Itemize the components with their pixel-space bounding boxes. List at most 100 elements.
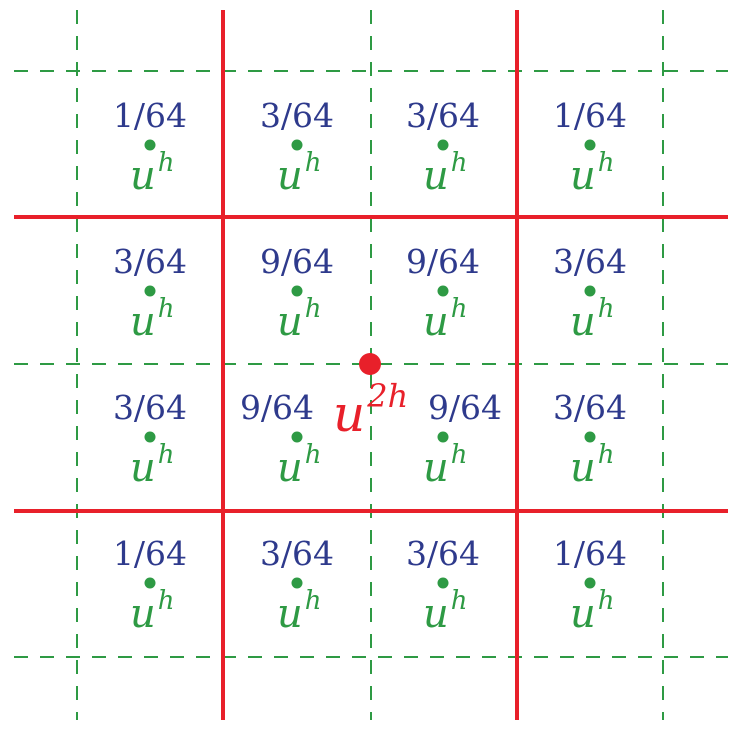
coarse-grid — [14, 10, 728, 720]
fine-grid-point — [584, 577, 596, 589]
fine-grid-point — [291, 285, 303, 297]
fine-grid-cell: 3/64 uh — [406, 534, 480, 637]
fine-point-superscript: h — [158, 586, 175, 616]
coarse-point-symbol: u — [333, 385, 365, 443]
fine-point-symbol: u — [130, 299, 156, 345]
fine-point-symbol: u — [130, 153, 156, 199]
fine-point-superscript: h — [305, 440, 322, 470]
fine-grid-cell: 9/64 uh — [260, 242, 334, 345]
fine-point-superscript: h — [598, 440, 615, 470]
coarse-point-superscript: 2h — [366, 377, 408, 415]
fine-grid-point — [144, 139, 156, 151]
weight-label: 3/64 — [406, 534, 480, 573]
fine-point-symbol: u — [423, 591, 449, 637]
fine-point-superscript: h — [305, 148, 322, 178]
fine-grid-point — [437, 431, 449, 443]
fine-point-label: uh — [130, 440, 175, 491]
fine-point-label: uh — [570, 586, 615, 637]
fine-grid-cell: 3/64 uh — [553, 242, 627, 345]
weight-label: 1/64 — [553, 96, 627, 135]
weight-label: 3/64 — [260, 96, 334, 135]
fine-point-superscript: h — [158, 440, 175, 470]
weight-label: 9/64 — [240, 388, 314, 427]
weight-label: 3/64 — [113, 242, 187, 281]
fine-point-superscript: h — [451, 440, 468, 470]
fine-point-symbol: u — [570, 299, 596, 345]
fine-grid-cell: 9/64 uh — [406, 242, 480, 345]
fine-point-label: uh — [130, 586, 175, 637]
fine-grid-point — [584, 139, 596, 151]
weight-label: 3/64 — [113, 388, 187, 427]
weight-label: 1/64 — [113, 534, 187, 573]
fine-point-label: uh — [423, 586, 468, 637]
fine-point-label: uh — [570, 294, 615, 345]
fine-point-superscript: h — [305, 586, 322, 616]
fine-grid-cell: 3/64 uh — [113, 242, 187, 345]
fine-grid-point — [437, 285, 449, 297]
weight-label: 3/64 — [553, 242, 627, 281]
fine-grid-cell: 1/64 uh — [113, 534, 187, 637]
fine-grid-cells: 1/64uh3/64uh3/64uh1/64uh3/64uh9/64uh9/64… — [113, 96, 627, 637]
fine-point-symbol: u — [130, 591, 156, 637]
coarse-grid-point — [359, 353, 381, 375]
fine-point-superscript: h — [598, 586, 615, 616]
fine-point-superscript: h — [598, 294, 615, 324]
fine-point-superscript: h — [451, 294, 468, 324]
weight-label: 3/64 — [406, 96, 480, 135]
fine-grid-point — [144, 285, 156, 297]
fine-grid-cell: 1/64 uh — [553, 96, 627, 199]
fine-point-superscript: h — [451, 586, 468, 616]
fine-point-symbol: u — [277, 445, 303, 491]
fine-grid-point — [584, 431, 596, 443]
fine-grid-cell: 1/64 uh — [113, 96, 187, 199]
fine-grid-point — [291, 577, 303, 589]
fine-point-superscript: h — [451, 148, 468, 178]
fine-point-symbol: u — [423, 153, 449, 199]
fine-point-label: uh — [570, 148, 615, 199]
fine-point-symbol: u — [277, 591, 303, 637]
fine-grid-point — [437, 139, 449, 151]
fine-point-label: uh — [423, 440, 468, 491]
fine-point-label: uh — [277, 586, 322, 637]
weight-label: 9/64 — [406, 242, 480, 281]
weight-label: 1/64 — [553, 534, 627, 573]
fine-point-symbol: u — [423, 445, 449, 491]
fine-grid-point — [291, 431, 303, 443]
fine-point-superscript: h — [158, 294, 175, 324]
fine-point-label: uh — [277, 148, 322, 199]
fine-grid-cell: 1/64 uh — [553, 534, 627, 637]
fine-point-symbol: u — [277, 153, 303, 199]
fine-grid-cell: 9/64 uh — [240, 388, 322, 491]
fine-grid-cell: 3/64 uh — [113, 388, 187, 491]
coarse-point-group: u2h — [333, 353, 408, 443]
fine-point-superscript: h — [158, 148, 175, 178]
fine-point-label: uh — [130, 294, 175, 345]
fine-point-label: uh — [570, 440, 615, 491]
fine-point-label: uh — [423, 148, 468, 199]
fine-point-symbol: u — [277, 299, 303, 345]
fine-grid-point — [144, 577, 156, 589]
fine-point-label: uh — [277, 294, 322, 345]
fine-grid-cell: 9/64 uh — [423, 388, 502, 491]
coarse-point-label: u2h — [333, 377, 408, 443]
fine-point-superscript: h — [598, 148, 615, 178]
weight-label: 1/64 — [113, 96, 187, 135]
weight-label: 3/64 — [553, 388, 627, 427]
weight-label: 9/64 — [260, 242, 334, 281]
weight-label: 9/64 — [428, 388, 502, 427]
fine-grid-point — [437, 577, 449, 589]
fine-point-symbol: u — [130, 445, 156, 491]
fine-grid-cell: 3/64 uh — [406, 96, 480, 199]
fine-point-symbol: u — [570, 153, 596, 199]
fine-grid-point — [584, 285, 596, 297]
fine-point-label: uh — [130, 148, 175, 199]
fine-point-label: uh — [277, 440, 322, 491]
fine-grid-cell: 3/64 uh — [553, 388, 627, 491]
fine-point-superscript: h — [305, 294, 322, 324]
fine-point-label: uh — [423, 294, 468, 345]
fine-point-symbol: u — [570, 591, 596, 637]
fine-grid-cell: 3/64 uh — [260, 96, 334, 199]
fine-grid-point — [291, 139, 303, 151]
